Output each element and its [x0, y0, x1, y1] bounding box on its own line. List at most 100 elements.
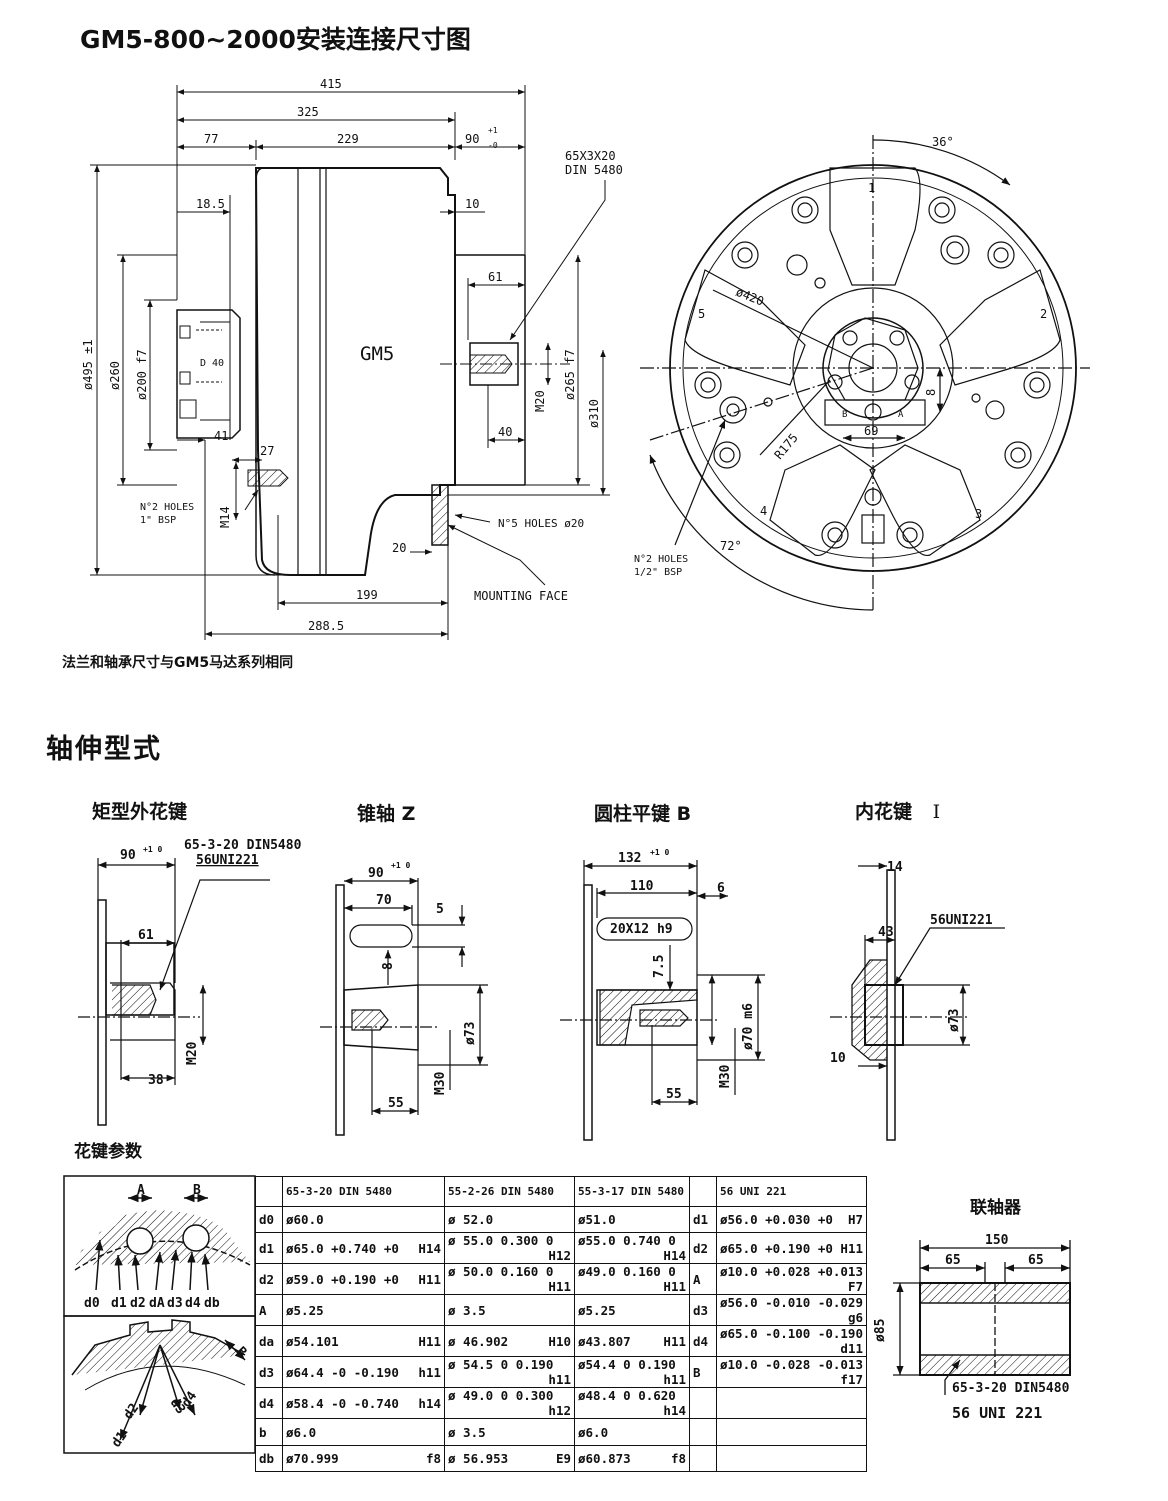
cell-value: ø 55.0 0.300 0: [448, 1233, 554, 1249]
cell-value: ø43.807: [578, 1333, 631, 1349]
cell-tol: f17: [840, 1372, 863, 1388]
dim-288-5: 288.5: [308, 619, 344, 633]
spline-lbl2-d2: d2: [121, 1401, 142, 1422]
cell-value: ø65.0 -0.100 -0.190: [720, 1326, 863, 1342]
table-cell: ø60.0: [282, 1205, 445, 1234]
table-cell: ø51.0: [574, 1205, 690, 1234]
row-key: db: [255, 1444, 283, 1473]
cell-value: ø5.25: [578, 1302, 616, 1318]
s2-dim-70: 70: [376, 893, 392, 908]
cell-value: ø56.0 -0.010 -0.029: [720, 1295, 863, 1311]
dia-200: ø200 f7: [135, 349, 149, 400]
splines-label: 花键参数: [74, 1142, 142, 1162]
s2-dia-73: ø73: [463, 1022, 478, 1045]
s4-spec: 56UNI221: [930, 913, 993, 928]
dim-41: 41: [214, 429, 228, 443]
cell-value: ø10.0 -0.028 -0.013: [720, 1357, 863, 1373]
pocket-3: 3: [975, 507, 982, 521]
s1-tol: +1 0: [143, 845, 162, 854]
cell-value: ø60.0: [286, 1212, 324, 1228]
cell-tol: E9: [555, 1450, 571, 1466]
row-key: b: [255, 1418, 283, 1446]
coupling-dim-65b: 65: [1028, 1253, 1044, 1268]
table-cell: ø65.0 +0.740 +0 H14: [282, 1232, 445, 1265]
spline-lbl-d0: d0: [84, 1296, 100, 1311]
cell-tol: f8: [425, 1450, 441, 1466]
cell-tol: h11: [418, 1364, 441, 1380]
spline-note-1: 65X3X20: [565, 149, 616, 163]
cell-tol: h11: [663, 1372, 686, 1388]
cell-tol: H14: [663, 1248, 686, 1264]
cell-value: ø51.0: [578, 1212, 616, 1228]
row-key: d0: [255, 1205, 283, 1234]
cell-tol: H14: [418, 1240, 441, 1256]
dia-310: ø310: [587, 399, 601, 428]
cell-value: ø65.0 +0.740 +0: [286, 1240, 399, 1256]
s3-tol: +1 0: [650, 848, 669, 857]
cell-tol: d11: [840, 1341, 863, 1357]
cell-value: ø 3.5: [448, 1424, 486, 1440]
cell-value: ø10.0 +0.028 +0.013: [720, 1264, 863, 1280]
angle-72: 72°: [720, 539, 742, 553]
spline-lbl-d2: d2: [130, 1296, 146, 1311]
cell-tol: h11: [548, 1372, 571, 1388]
coupling-dim-150: 150: [985, 1233, 1009, 1248]
spline-lbl-d3: d3: [167, 1296, 183, 1311]
cell-value: ø 46.902: [448, 1333, 509, 1349]
coupling-dia-85: ø85: [873, 1319, 888, 1342]
cell-value: ø 54.5 0 0.190: [448, 1357, 554, 1373]
row-key: d1: [689, 1205, 717, 1234]
s1-dim-90: 90: [120, 848, 136, 863]
coupling-dim-65a: 65: [945, 1253, 961, 1268]
spline-lbl-b: B: [193, 1183, 201, 1198]
bsp-half-2: 1/2" BSP: [634, 567, 682, 578]
cell-value: ø 49.0 0 0.300: [448, 1388, 554, 1404]
s3-key: 20X12 h9: [610, 922, 673, 937]
shaft-label-cylinder: 圆柱平键 B: [594, 803, 692, 825]
cell-tol: F7: [847, 1279, 863, 1295]
spline-lbl2-d4: d4: [179, 1389, 200, 1411]
cell-value: ø65.0 +0.190 +0: [720, 1240, 833, 1256]
table-cell: [716, 1444, 867, 1473]
table-row: d0 ø60.0 ø 52.0 ø51.0 d1 ø56.0 +0.030 +0…: [255, 1205, 867, 1234]
port-a: A: [898, 410, 904, 420]
dim-77: 77: [204, 132, 218, 146]
dim-20: 20: [392, 541, 406, 555]
row-key: d4: [255, 1387, 283, 1420]
table-row: b ø6.0 ø 3.5 ø6.0: [255, 1418, 867, 1446]
pocket-4: 4: [760, 504, 767, 518]
pocket-2: 2: [1040, 307, 1047, 321]
section-title: 轴伸型式: [46, 734, 162, 765]
s2-dim-90: 90: [368, 866, 384, 881]
table-row: A ø5.25 ø 3.5 ø5.25 d3 ø56.0 -0.010 -0.0…: [255, 1294, 867, 1327]
cell-value: ø5.25: [286, 1302, 324, 1318]
row-key: [689, 1418, 717, 1446]
m14-label: M14: [218, 506, 232, 528]
dim-18-5: 18.5: [196, 197, 225, 211]
dim-69: 69: [864, 424, 878, 438]
table-cell: ø6.0: [574, 1418, 690, 1446]
pocket-1: 1: [868, 181, 875, 195]
header-blank: [255, 1176, 283, 1207]
dim-325: 325: [297, 105, 319, 119]
cell-tol: H12: [548, 1248, 571, 1264]
spline-lbl2-d3: d3: [167, 1396, 188, 1417]
cell-tol: H7: [847, 1212, 863, 1228]
cell-value: ø6.0: [286, 1424, 317, 1440]
table-cell: ø5.25: [282, 1294, 445, 1327]
s2-dim-5: 5: [436, 902, 444, 917]
cell-value: ø 56.953: [448, 1450, 509, 1466]
cell-tol: g6: [847, 1310, 863, 1326]
